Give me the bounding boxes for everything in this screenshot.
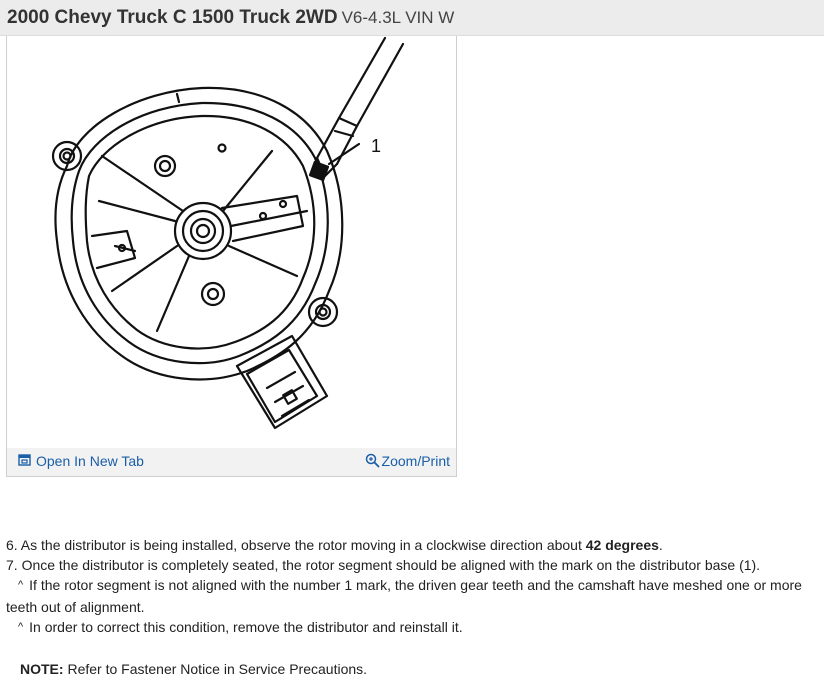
zoom-print-link[interactable]: Zoom/Print (365, 453, 450, 469)
caret-bullet-icon: ^ (18, 621, 24, 633)
step-6: 6. As the distributor is being installed… (6, 535, 818, 555)
zoom-print-label: Zoom/Print (381, 453, 450, 469)
page-header: 2000 Chevy Truck C 1500 Truck 2WD V6-4.3… (0, 0, 824, 36)
open-in-new-tab-link[interactable]: Open In New Tab (18, 453, 144, 469)
sub-step-2-text: In order to correct this condition, remo… (29, 619, 463, 635)
open-new-tab-icon (18, 454, 31, 468)
note-label: NOTE: (20, 661, 64, 677)
caret-bullet-icon: ^ (18, 579, 24, 591)
sub-step-1: ^If the rotor segment is not aligned wit… (6, 575, 818, 617)
callout-number: 1 (371, 136, 381, 156)
figure-container: 1 Open In New Tab Zoom/Pr (6, 36, 457, 477)
procedure-steps: 6. As the distributor is being installed… (6, 535, 818, 679)
distributor-diagram: 1 (51, 36, 405, 430)
vehicle-title: 2000 Chevy Truck C 1500 Truck 2WD (7, 6, 338, 28)
step-6-text: 6. As the distributor is being installed… (6, 537, 586, 553)
step-6-end: . (658, 537, 663, 553)
note-text: Refer to Fastener Notice in Service Prec… (63, 661, 368, 677)
figure-footer: Open In New Tab Zoom/Print (7, 448, 456, 476)
zoom-magnifier-icon (365, 453, 380, 469)
step-7: 7. Once the distributor is completely se… (6, 557, 761, 573)
open-in-new-tab-label: Open In New Tab (36, 453, 144, 469)
step-6-degrees: 42 degrees (585, 537, 659, 553)
sub-step-2: ^ In order to correct this condition, rem… (6, 617, 818, 639)
sub-step-1-text: If the rotor segment is not aligned with… (6, 577, 802, 615)
engine-subtitle: V6-4.3L VIN W (341, 7, 455, 27)
fastener-note: NOTE: Refer to Fastener Notice in Servic… (6, 659, 818, 679)
